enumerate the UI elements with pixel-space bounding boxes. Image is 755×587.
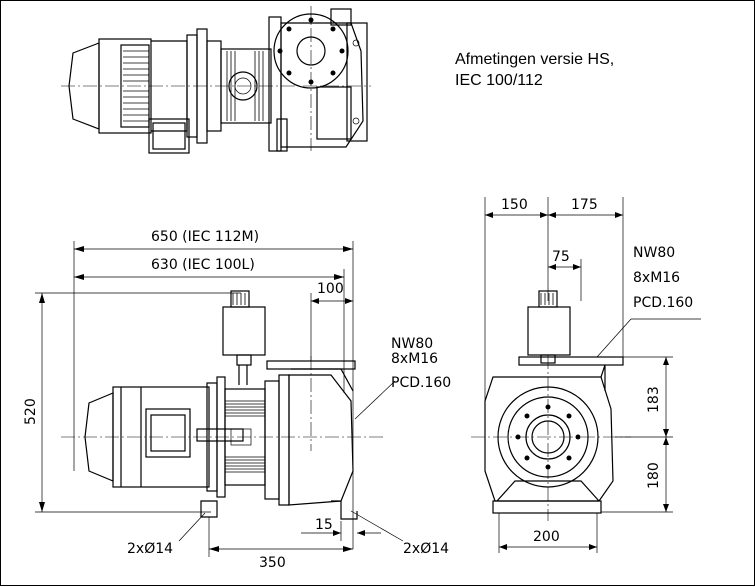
side-view: 150 175 75	[471, 197, 701, 553]
dim-350-label: 350	[259, 555, 286, 571]
dim-650-label: 650 (IEC 112M)	[151, 229, 259, 245]
top-view	[61, 6, 371, 154]
side-flange-nw: NW80	[633, 245, 675, 261]
dim-100-label: 100	[317, 281, 344, 297]
side-flange-pcd: PCD.160	[633, 295, 693, 311]
hole-right-label: 2xØ14	[403, 541, 449, 557]
dim-15-label: 15	[315, 517, 333, 533]
side-dim-150-label: 150	[501, 197, 528, 213]
side-dim-183-label: 183	[646, 386, 662, 413]
side-dim-180-label: 180	[646, 462, 662, 489]
front-view: 650 (IEC 112M) 630 (IEC 100L) 100 520	[23, 229, 451, 571]
note-line-version: Afmetingen versie HS,	[455, 51, 615, 68]
front-flange-nw: NW80	[391, 336, 433, 352]
side-dim-200-label: 200	[533, 529, 560, 545]
dimension-note: Afmetingen versie HS, IEC 100/112	[455, 49, 614, 91]
dim-630-label: 630 (IEC 100L)	[151, 257, 255, 273]
side-dim-75-label: 75	[552, 249, 570, 265]
side-flange-bolts: 8xM16	[633, 270, 680, 286]
dim-520-label: 520	[23, 398, 39, 425]
hole-left-label: 2xØ14	[127, 541, 173, 557]
front-flange-pcd: PCD.160	[391, 375, 451, 391]
side-dim-175-label: 175	[571, 197, 598, 213]
front-flange-bolts: 8xM16	[391, 351, 438, 367]
note-line-iec: IEC 100/112	[455, 72, 543, 89]
